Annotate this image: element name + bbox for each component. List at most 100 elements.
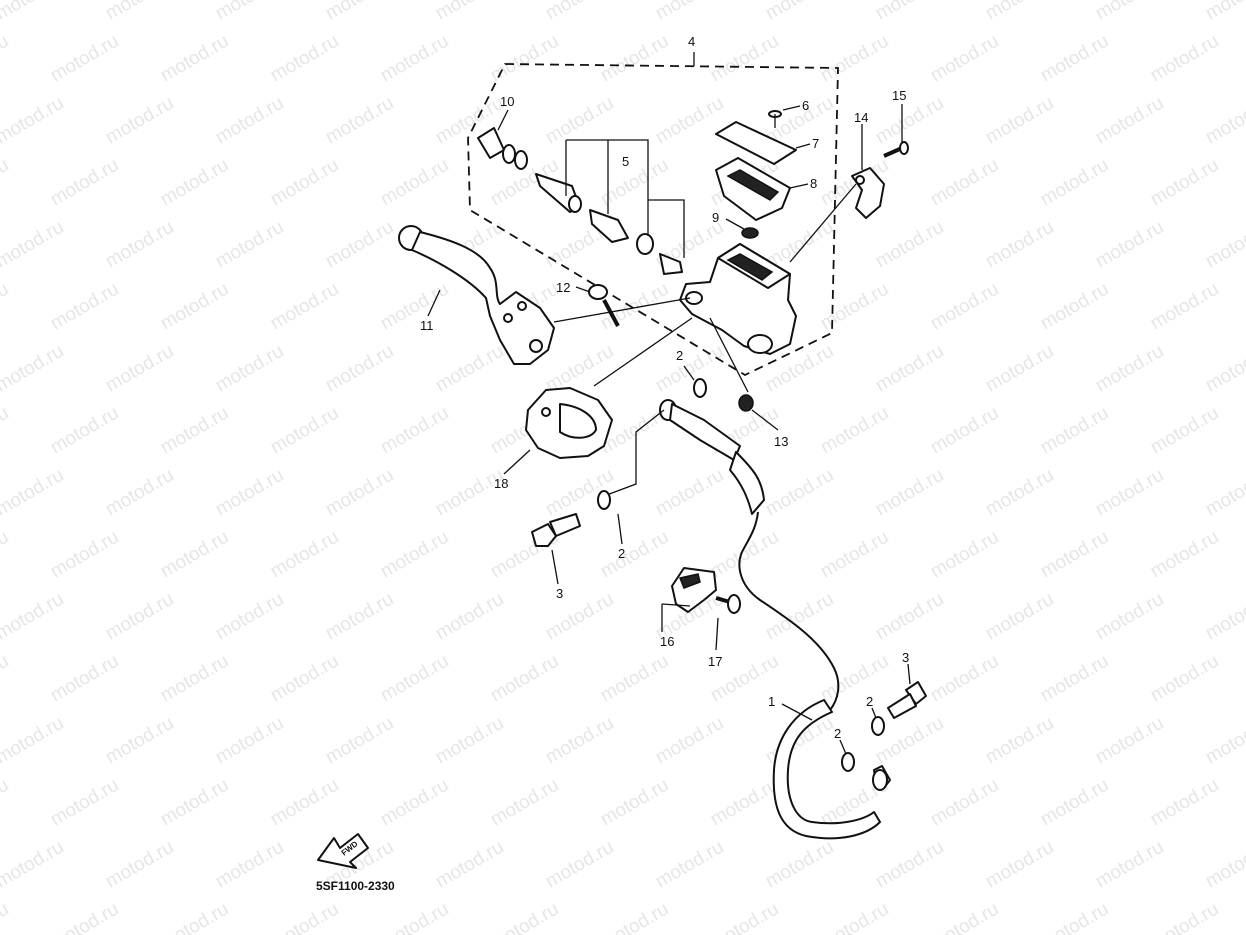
leader-1: [781, 703, 813, 721]
part-1-hose: [772, 699, 891, 840]
callout-10: 10: [500, 94, 514, 109]
callout-17: 17: [708, 654, 722, 669]
watermark-text: motod.ru: [927, 651, 1002, 707]
watermark-text: motod.ru: [432, 589, 507, 645]
callout-15: 15: [892, 88, 906, 103]
watermark-text: motod.ru: [707, 527, 782, 583]
watermark-text: motod.ru: [1092, 837, 1167, 893]
part-18-clamp: [525, 387, 613, 459]
banjo-path-line: [603, 409, 665, 497]
watermark-text: motod.ru: [872, 341, 947, 397]
part-11-lever: [398, 225, 555, 365]
watermark-text: motod.ru: [0, 93, 67, 149]
watermark-text: motod.ru: [0, 31, 12, 87]
assembly-line-14: [789, 183, 857, 263]
callout-8: 8: [810, 176, 817, 191]
watermark-text: motod.ru: [0, 341, 67, 397]
watermark-text: motod.ru: [377, 527, 452, 583]
callout-14: 14: [854, 110, 868, 125]
watermark-text: motod.ru: [542, 713, 617, 769]
watermark-text: motod.ru: [212, 93, 287, 149]
watermark-text: motod.ru: [0, 899, 12, 935]
watermark-text: motod.ru: [377, 155, 452, 211]
watermark-text: motod.ru: [377, 403, 452, 459]
watermark-text: motod.ru: [817, 403, 892, 459]
watermark-text: motod.ru: [102, 217, 177, 273]
callout-5: 5: [622, 154, 629, 169]
watermark-text: motod.ru: [267, 527, 342, 583]
watermark-text: motod.ru: [322, 0, 397, 24]
leader-13: [751, 409, 779, 431]
part-2-washer-lower: [841, 752, 855, 772]
part-9-grommet: [741, 227, 759, 239]
watermark-text: motod.ru: [1202, 465, 1246, 521]
watermark-text: motod.ru: [487, 651, 562, 707]
leader-11: [427, 289, 441, 317]
watermark-text: motod.ru: [157, 775, 232, 831]
part-3-bolt-right: [887, 681, 927, 719]
watermark-text: motod.ru: [1092, 0, 1167, 24]
watermark-text: motod.ru: [432, 0, 507, 24]
watermark-text: motod.ru: [102, 465, 177, 521]
watermark-text: motod.ru: [872, 217, 947, 273]
callout-7: 7: [812, 136, 819, 151]
watermark-text: motod.ru: [212, 0, 287, 24]
callout-2-middle: 2: [618, 546, 625, 561]
watermark-text: motod.ru: [487, 899, 562, 935]
watermark-text: motod.ru: [157, 527, 232, 583]
watermark-text: motod.ru: [1037, 403, 1112, 459]
leader-17: [715, 617, 719, 651]
watermark-text: motod.ru: [1202, 93, 1246, 149]
callout-3-left: 3: [556, 586, 563, 601]
watermark-text: motod.ru: [1202, 0, 1246, 24]
watermark-text: motod.ru: [102, 713, 177, 769]
watermark-text: motod.ru: [267, 899, 342, 935]
watermark-text: motod.ru: [1092, 589, 1167, 645]
watermark-text: motod.ru: [47, 527, 122, 583]
callout-2-upper: 2: [676, 348, 683, 363]
watermark-text: motod.ru: [1092, 341, 1167, 397]
watermark-text: motod.ru: [0, 589, 67, 645]
watermark-text: motod.ru: [47, 279, 122, 335]
watermark-text: motod.ru: [322, 589, 397, 645]
watermark-text: motod.ru: [1202, 837, 1246, 893]
watermark-text: motod.ru: [762, 465, 837, 521]
watermark-text: motod.ru: [47, 155, 122, 211]
watermark-text: motod.ru: [1147, 403, 1222, 459]
watermark-text: motod.ru: [432, 465, 507, 521]
leader-2-middle: [617, 513, 623, 545]
watermark-text: motod.ru: [432, 837, 507, 893]
hose-upper-fitting: [659, 399, 840, 711]
watermark-text: motod.ru: [377, 31, 452, 87]
watermark-text: motod.ru: [377, 651, 452, 707]
part-6-screw: [768, 110, 782, 128]
watermark-text: motod.ru: [1037, 899, 1112, 935]
watermark-text: motod.ru: [212, 465, 287, 521]
watermark-text: motod.ru: [322, 217, 397, 273]
watermark-text: motod.ru: [1037, 279, 1112, 335]
watermark-text: motod.ru: [0, 651, 12, 707]
part-13-cap: [738, 394, 754, 412]
assembly-4-boundary: [467, 63, 839, 377]
watermark-text: motod.ru: [432, 341, 507, 397]
part-5-piston-kit: [535, 139, 685, 275]
watermark-text: motod.ru: [1037, 651, 1112, 707]
callout-2-lower: 2: [834, 726, 841, 741]
watermark-text: motod.ru: [1202, 217, 1246, 273]
master-cylinder-body: [679, 243, 797, 355]
watermark-text: motod.ru: [1202, 589, 1246, 645]
watermark-text: motod.ru: [982, 465, 1057, 521]
watermark-text: motod.ru: [157, 31, 232, 87]
watermark-text: motod.ru: [707, 775, 782, 831]
diagram-code: 5SF1100-2330: [316, 879, 395, 893]
assembly-line-clamp: [593, 317, 693, 387]
leader-7: [795, 143, 811, 149]
watermark-text: motod.ru: [212, 713, 287, 769]
part-8-diaphragm: [715, 157, 791, 221]
callout-11: 11: [420, 318, 434, 333]
part-2-washer-upper: [693, 378, 707, 398]
watermark-text: motod.ru: [817, 279, 892, 335]
watermark-text: motod.ru: [597, 31, 672, 87]
watermark-text: motod.ru: [267, 279, 342, 335]
